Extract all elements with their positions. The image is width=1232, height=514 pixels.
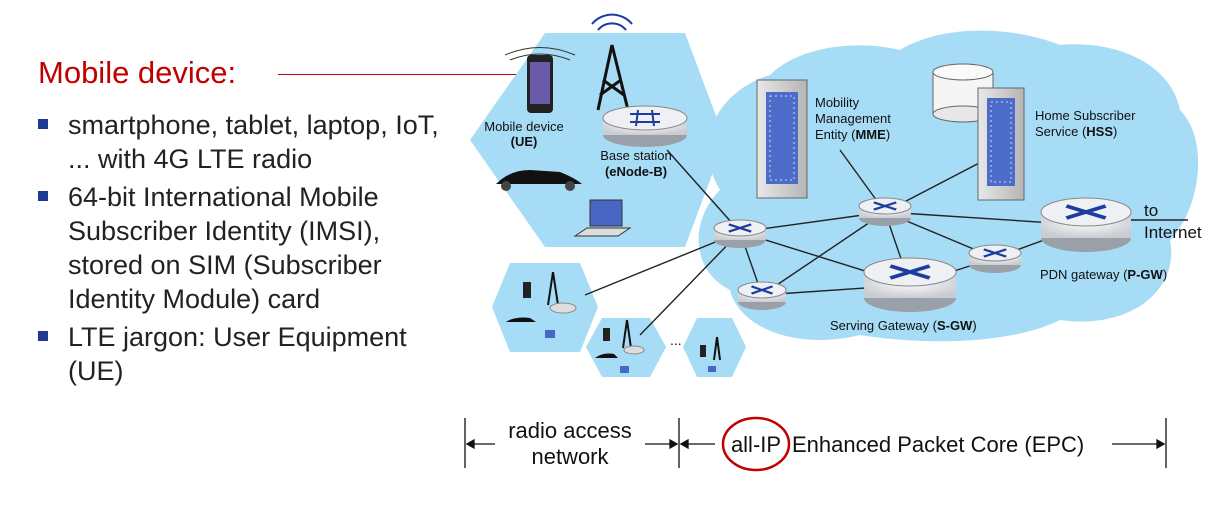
scale-markers [464,418,1167,468]
text-panel: Mobile device: smartphone, tablet, lapto… [0,0,518,514]
hss-label-line2: Service (HSS) [1035,124,1117,139]
ue-abbr: (UE) [511,134,538,149]
allip-highlight-circle [721,416,791,472]
small-cell-hex-3 [683,318,746,377]
pgw-label: PDN gateway (P-GW) [1040,267,1167,282]
ran-label-line2: network [531,444,609,469]
router-icon [968,244,1022,273]
epc-cloud [698,30,1199,342]
cell-tower-icon [591,13,633,111]
mme-label-line2: Management [815,111,891,126]
bullet-item: smartphone, tablet, laptop, IoT, ... wit… [38,108,448,176]
mme-server-icon [756,79,808,199]
router-icon [713,219,767,248]
mme-label-line1: Mobility [815,95,860,110]
router-icon [737,281,787,310]
heading: Mobile device: [38,55,237,90]
ue-label: Mobile device [484,119,564,134]
base-station-router [602,105,688,147]
ran-label-line1: radio access [508,418,632,443]
internet-label: Internet [1144,223,1202,242]
bs-abbr: (eNode-B) [605,164,667,179]
allip-label: all-IP [731,432,781,457]
epc-label: Enhanced Packet Core (EPC) [792,432,1084,457]
heading-pointer-line [278,74,518,75]
bullet-list: smartphone, tablet, laptop, IoT, ... wit… [38,108,448,392]
small-cell-hex-1 [492,263,598,352]
bullet-item: 64-bit International Mobile Subscriber I… [38,180,448,316]
sgw-label: Serving Gateway (S-GW) [830,318,977,333]
hss-server-icon [977,87,1025,201]
car-icon [496,170,582,191]
router-icon [858,197,912,226]
laptop-icon [573,199,632,237]
smartphone-icon [504,47,576,113]
small-cell-devices [506,271,721,373]
pgw-router-icon [1040,197,1132,252]
hss-label-line1: Home Subscriber [1035,108,1136,123]
mme-label-line3: Entity (MME) [815,127,890,142]
more-cells-ellipsis: ... [670,332,682,348]
bullet-item: LTE jargon: User Equipment (UE) [38,320,448,388]
internet-to-label: to [1144,201,1158,220]
bs-label: Base station [600,148,672,163]
sgw-router-icon [863,257,957,312]
